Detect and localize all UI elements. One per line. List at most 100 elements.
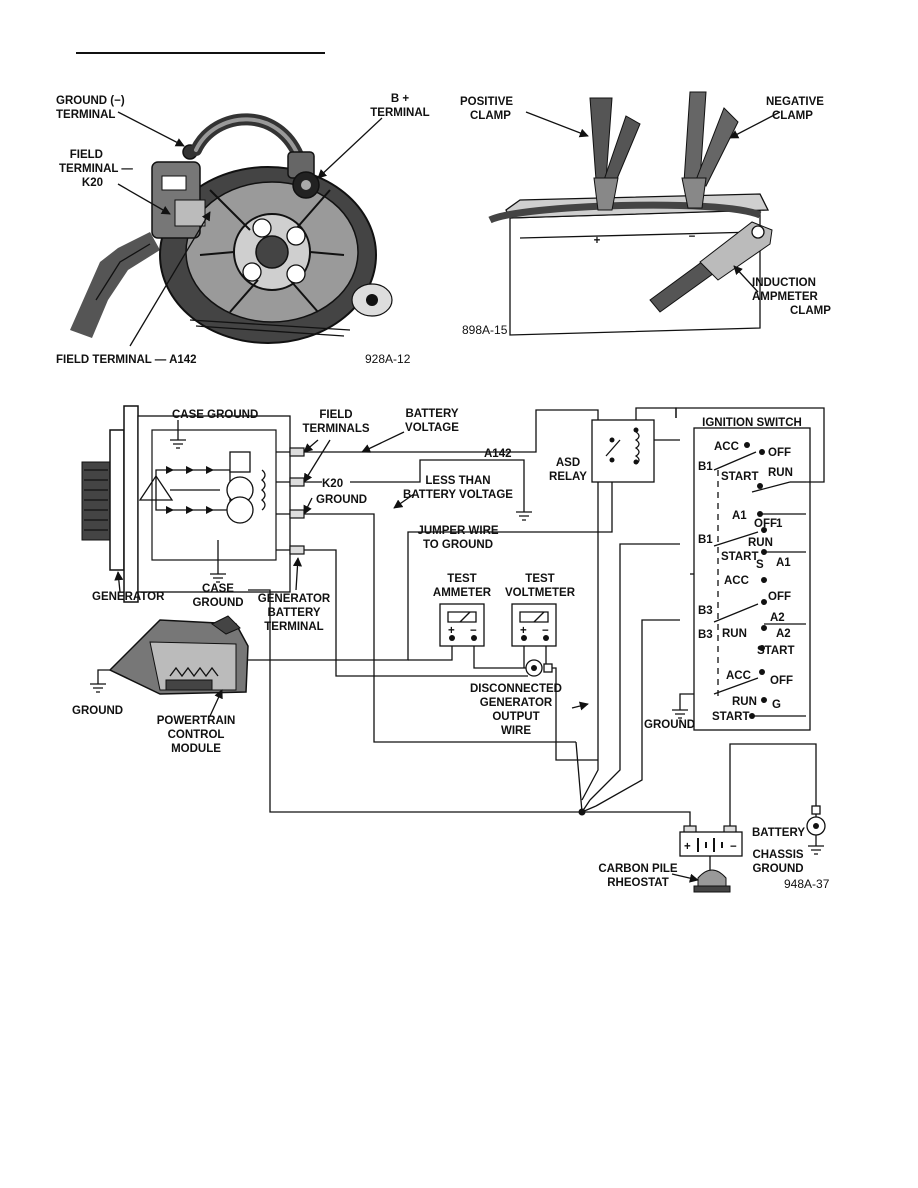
label-wire-a142: A142 [484, 448, 512, 460]
switch-ground-symbol [672, 709, 688, 719]
label-field-terminals-1: FIELD [319, 409, 352, 421]
sw-start-3: START [757, 645, 794, 657]
label-ignition-switch: IGNITION SWITCH [702, 417, 802, 429]
sw-run-1: RUN [768, 467, 793, 479]
sw-start-1: START [721, 471, 758, 483]
sw-acc-3: ACC [726, 670, 751, 682]
sw-a2-a: A2 [770, 612, 785, 624]
sw-off-4: OFF [770, 675, 793, 687]
label-negative-clamp-2: CLAMP [772, 110, 813, 122]
label-pcm-3: MODULE [171, 743, 221, 755]
sw-run-4: RUN [732, 696, 757, 708]
sw-start-2: START [721, 551, 758, 563]
label-chassis-ground-1: CHASSIS [752, 849, 803, 861]
label-field-a142: FIELD TERMINAL — A142 [56, 354, 197, 366]
asd-relay [591, 419, 655, 483]
label-less-than-2: BATTERY VOLTAGE [403, 489, 513, 501]
ignition-switch: IGNITION SWITCH ACC OFF B1 RUN START A1 … [690, 417, 811, 731]
label-field-k20-1: FIELD [70, 149, 103, 161]
sw-b3-b: B3 [698, 629, 713, 641]
sw-start-4: START [712, 711, 749, 723]
sw-a1-b: A1 [776, 557, 791, 569]
label-positive-clamp-1: POSITIVE [460, 96, 513, 108]
label-case-ground-top: CASE GROUND [172, 409, 258, 421]
battery-plus-terminal: + [684, 841, 691, 853]
voltmeter-plus: + [520, 625, 527, 637]
label-ground-left: GROUND [72, 705, 123, 717]
sw-a1: A1 [732, 510, 747, 522]
test-ammeter [439, 603, 485, 647]
sw-b1-b: B1 [698, 534, 713, 546]
figure-code-948a-37: 948A-37 [784, 877, 830, 891]
label-carbon-pile-2: RHEOSTAT [607, 877, 669, 889]
generator-pulley [81, 461, 111, 541]
sw-s: S [756, 559, 764, 571]
label-chassis-ground-2: GROUND [752, 863, 803, 875]
sw-one: 1 [776, 518, 783, 530]
label-test-ammeter-2: AMMETER [433, 587, 492, 599]
label-jumper-1: JUMPER WIRE [417, 525, 498, 537]
label-induction-3: CLAMP [790, 305, 831, 317]
label-test-ammeter-1: TEST [447, 573, 476, 585]
figure-charging-test-wiring: IGNITION SWITCH ACC OFF B1 RUN START A1 … [72, 405, 830, 893]
sw-b1-a: B1 [698, 461, 713, 473]
label-field-k20-3: K20 [82, 177, 103, 189]
wire-asd-to-pcm [248, 482, 613, 661]
label-pcm-1: POWERTRAIN [157, 715, 236, 727]
figure-code-928a-12: 928A-12 [365, 352, 411, 366]
label-disconnected-1: DISCONNECTED [470, 683, 562, 695]
sw-b3-a: B3 [698, 605, 713, 617]
battery-minus-sign: − [689, 231, 696, 243]
induction-ampmeter-clamp [649, 221, 773, 313]
label-ground-terminal-1: GROUND (−) [56, 95, 125, 107]
powertrain-control-module [108, 615, 249, 695]
label-field-terminals-2: TERMINALS [302, 423, 369, 435]
ground-terminal [289, 509, 305, 519]
sw-off-2: OFF [754, 518, 777, 530]
label-asd-relay-2: RELAY [549, 471, 587, 483]
label-disconnected-3: OUTPUT [492, 711, 539, 723]
label-induction-2: AMPMETER [752, 291, 819, 303]
label-disconnected-4: WIRE [501, 725, 531, 737]
negative-clamp [681, 91, 739, 209]
label-ground-terminal-2: TERMINAL [56, 109, 115, 121]
wire-pcm-to-battery [248, 589, 691, 826]
sw-g: G [772, 699, 781, 711]
sw-acc-2: ACC [724, 575, 749, 587]
figure-battery-clamps: + − POSITIVE CLAMP NEGATIVE CLAMP INDUCT… [460, 91, 831, 337]
label-carbon-pile-1: CARBON PILE [598, 863, 678, 875]
sw-acc-1: ACC [714, 441, 739, 453]
label-gen-batt-terminal-2: BATTERY [267, 607, 320, 619]
label-gen-batt-terminal-1: GENERATOR [258, 593, 331, 605]
splice-node [578, 808, 586, 816]
label-generator: GENERATOR [92, 591, 165, 603]
label-gen-batt-terminal-3: TERMINAL [264, 621, 323, 633]
label-ground-switch: GROUND [644, 719, 695, 731]
label-less-than-1: LESS THAN [425, 475, 490, 487]
battery-symbol: + − [679, 825, 743, 857]
label-asd-relay-1: ASD [556, 457, 580, 469]
label-battery-voltage-2: VOLTAGE [405, 422, 459, 434]
label-test-voltmeter-1: TEST [525, 573, 554, 585]
generator-assembly [81, 405, 305, 603]
label-case-ground-bottom-2: GROUND [192, 597, 243, 609]
label-b-plus-1: B + [391, 93, 410, 105]
jumper-wire [350, 459, 525, 512]
jumper-ground-symbol [516, 511, 532, 521]
field-terminal-a142 [289, 447, 305, 457]
wire-generator-output [304, 549, 528, 677]
sw-run-3: RUN [722, 628, 747, 640]
wire-harness [70, 232, 160, 338]
carbon-pile-rheostat [693, 856, 731, 893]
label-battery: BATTERY [752, 827, 805, 839]
positive-clamp [589, 97, 641, 211]
label-battery-voltage-1: BATTERY [405, 408, 458, 420]
figure-generator-terminals: GROUND (−) TERMINAL FIELD TERMINAL — K20… [56, 93, 430, 366]
ammeter-plus: + [448, 625, 455, 637]
ammeter-minus: − [470, 625, 477, 637]
label-wire-k20: K20 [322, 478, 343, 490]
field-terminal-k20 [289, 477, 305, 487]
label-negative-clamp-1: NEGATIVE [766, 96, 824, 108]
label-test-voltmeter-2: VOLTMETER [505, 587, 576, 599]
